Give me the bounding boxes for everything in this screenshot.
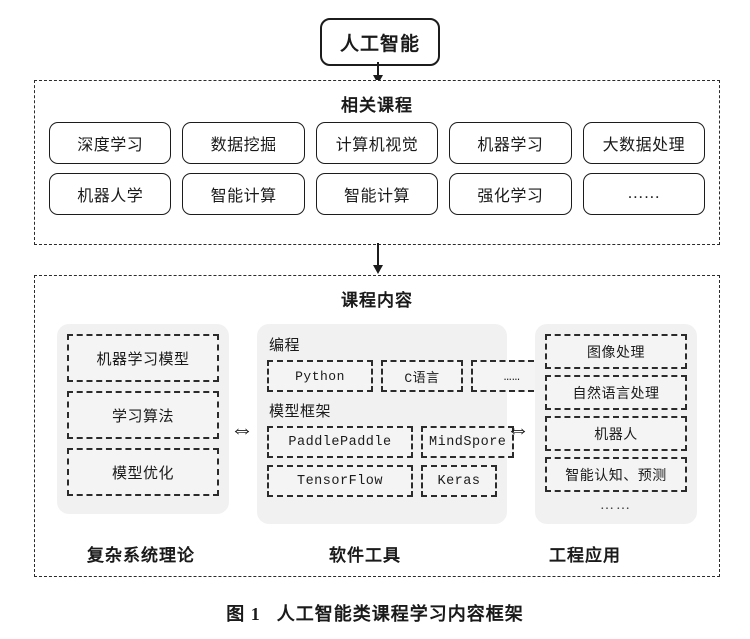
arrowhead-down-icon [373, 75, 383, 84]
course-chip[interactable]: 深度学习 [49, 122, 172, 164]
panel-right-items: 图像处理 自然语言处理 机器人 智能认知、预测 …… [535, 324, 697, 524]
connector-line [377, 62, 379, 76]
panel-software-tools: 编程 Python C语言 …… 模型框架 PaddlePaddle MindS… [257, 324, 553, 524]
item-box[interactable]: MindSpore [421, 426, 515, 458]
connector-line [377, 243, 379, 267]
figure-number: 图 1 [226, 604, 261, 624]
course-chip-more[interactable]: …… [582, 173, 706, 215]
item-box[interactable]: 图像处理 [545, 334, 687, 369]
panel-engineering-applications: 图像处理 自然语言处理 机器人 智能认知、预测 …… [535, 324, 697, 524]
item-box[interactable]: 学习算法 [67, 391, 219, 439]
root-node-artificial-intelligence: 人工智能 [320, 18, 440, 66]
item-more-ellipsis: …… [600, 498, 632, 513]
course-chip[interactable]: 计算机视觉 [315, 122, 439, 164]
panel-complex-system-theory: 机器学习模型 学习算法 模型优化 [57, 324, 229, 514]
bidirectional-arrow-icon-right: ⇔ [506, 417, 530, 443]
panel-middle-groups: 编程 Python C语言 …… 模型框架 PaddlePaddle MindS… [257, 324, 553, 514]
section-title-course-content: 课程内容 [341, 291, 413, 310]
section-course-content: 课程内容 机器学习模型 学习算法 模型优化 编程 Python C语言 …… [34, 275, 720, 577]
course-chip-grid: 深度学习 数据挖掘 计算机视觉 机器学习 大数据处理 机器人学 智能计算 智能计… [35, 116, 719, 215]
item-box[interactable]: Python [267, 360, 373, 392]
figure-caption: 图 1 人工智能类课程学习内容框架 [0, 600, 750, 626]
course-chip[interactable]: 大数据处理 [582, 122, 706, 164]
panel-label-software-tools: 软件工具 [329, 546, 401, 565]
item-box[interactable]: 智能认知、预测 [545, 457, 687, 492]
course-chip[interactable]: 数据挖掘 [182, 122, 305, 164]
item-box[interactable]: PaddlePaddle [267, 426, 413, 458]
section-related-courses: 相关课程 深度学习 数据挖掘 计算机视觉 机器学习 大数据处理 机器人学 智能计… [34, 80, 720, 245]
programming-chip-row: Python C语言 …… [267, 360, 553, 392]
panel-label-complex-system-theory: 复杂系统理论 [87, 546, 195, 565]
section-title-related-courses: 相关课程 [341, 96, 413, 115]
item-box[interactable]: TensorFlow [267, 465, 413, 497]
course-chip[interactable]: 机器人学 [49, 173, 172, 215]
course-chip[interactable]: 智能计算 [182, 173, 305, 215]
course-chip[interactable]: 强化学习 [449, 173, 572, 215]
course-chip[interactable]: 机器学习 [449, 122, 572, 164]
panel-left-items: 机器学习模型 学习算法 模型优化 [57, 324, 229, 506]
root-node-label: 人工智能 [339, 33, 420, 55]
arrowhead-down-icon [373, 265, 383, 274]
item-box[interactable]: Keras [421, 465, 497, 497]
group-label-model-framework: 模型框架 [269, 404, 332, 420]
item-box[interactable]: C语言 [381, 360, 463, 392]
course-chip[interactable]: 智能计算 [315, 173, 439, 215]
item-box[interactable]: 自然语言处理 [545, 375, 687, 410]
framework-chip-row: TensorFlow Keras [267, 465, 497, 497]
item-box[interactable]: 模型优化 [67, 448, 219, 496]
content-panels: 机器学习模型 学习算法 模型优化 编程 Python C语言 …… 模型框架 [35, 324, 719, 564]
course-row: 机器人学 智能计算 智能计算 强化学习 …… [49, 173, 706, 215]
bidirectional-arrow-icon-left: ⇔ [230, 417, 254, 443]
item-box[interactable]: 机器学习模型 [67, 334, 219, 382]
framework-chip-row: PaddlePaddle MindSpore [267, 426, 515, 458]
course-row: 深度学习 数据挖掘 计算机视觉 机器学习 大数据处理 [49, 122, 706, 164]
item-box[interactable]: 机器人 [545, 416, 687, 451]
panel-label-engineering-applications: 工程应用 [549, 546, 621, 565]
figure-caption-text: 人工智能类课程学习内容框架 [276, 604, 524, 624]
group-label-programming: 编程 [269, 338, 301, 354]
